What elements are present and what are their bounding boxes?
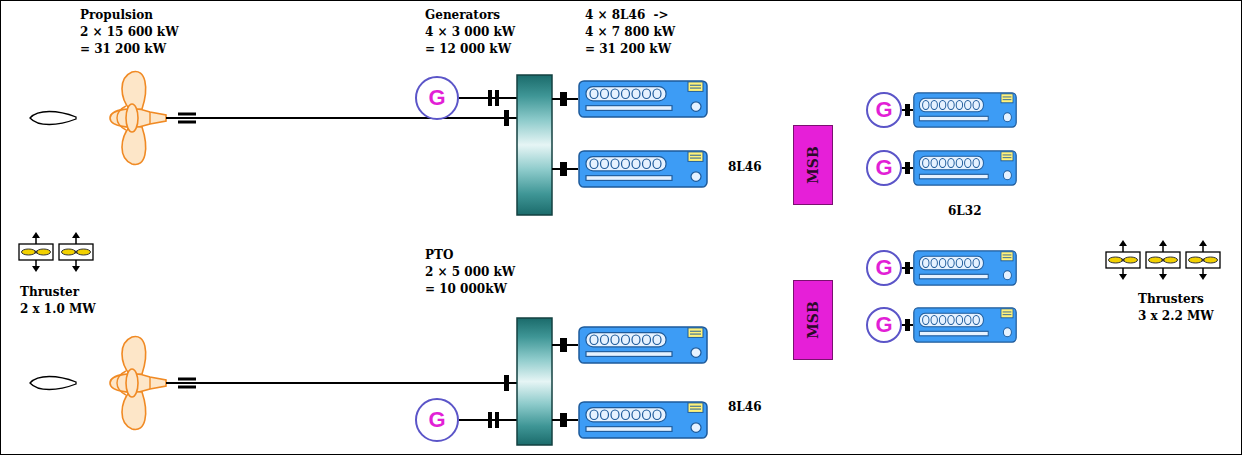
engine-6l32 xyxy=(914,93,1016,127)
generator-label: G xyxy=(428,87,445,109)
shaft-seal xyxy=(178,386,196,389)
spec-label: 3 x 2.2 MW xyxy=(1138,309,1214,324)
switchboard-label: MSB xyxy=(806,301,820,338)
shaft xyxy=(166,117,517,119)
gearbox xyxy=(517,75,552,215)
coupling xyxy=(495,412,499,428)
coupling xyxy=(905,104,910,116)
spec-label: = 12 000 kW xyxy=(425,42,511,57)
coupling xyxy=(905,262,910,274)
engine-8l46 xyxy=(579,402,707,438)
shaft-seal xyxy=(178,121,196,124)
spec-label: Thrusters xyxy=(1138,292,1204,307)
coupling xyxy=(495,90,499,106)
spec-label: 4 × 3 000 kW xyxy=(425,25,515,40)
generator-label: G xyxy=(875,157,892,179)
thruster-symbol xyxy=(1146,240,1180,280)
generator-circle: G xyxy=(866,92,902,128)
engine-8l46 xyxy=(579,327,707,363)
rudder xyxy=(30,377,76,390)
generator-circle: G xyxy=(866,150,902,186)
spec-label: Thruster xyxy=(20,285,79,300)
thruster-symbol xyxy=(59,232,93,272)
coupling xyxy=(905,162,910,174)
spec-label: = 31 200 kW xyxy=(585,42,671,57)
engine-8l46 xyxy=(579,81,707,117)
spec-label: 8L46 xyxy=(728,160,762,175)
spec-label: 2 × 15 600 kW xyxy=(80,25,179,40)
generator-label: G xyxy=(875,257,892,279)
spec-label: Generators xyxy=(425,8,500,23)
spec-label: PTO xyxy=(425,248,453,263)
coupling xyxy=(560,162,567,176)
engine-6l32 xyxy=(914,151,1016,185)
generator-label: G xyxy=(875,99,892,121)
switchboard-box: MSB xyxy=(793,125,833,205)
spec-label: 2 × 5 000 kW xyxy=(425,265,515,280)
spec-label: = 31 200 kW xyxy=(80,42,166,57)
coupling xyxy=(560,413,567,427)
spec-label: 6L32 xyxy=(948,204,982,219)
propeller xyxy=(110,71,166,164)
engine-6l32 xyxy=(914,308,1016,342)
shaft-seal xyxy=(178,113,196,116)
coupling xyxy=(504,110,509,126)
engine-8l46 xyxy=(579,151,707,187)
coupling xyxy=(488,412,492,428)
shaft-seal xyxy=(178,378,196,381)
spec-label: 2 x 1.0 MW xyxy=(20,302,96,317)
spec-label: 8L46 xyxy=(728,400,762,415)
rudder xyxy=(30,112,76,125)
spec-label: Propulsion xyxy=(80,8,153,23)
coupling xyxy=(560,338,567,352)
spec-label: 4 × 8L46 -> xyxy=(585,8,669,23)
shaft xyxy=(166,382,517,384)
engine-6l32 xyxy=(914,251,1016,285)
thruster-symbol xyxy=(1106,240,1140,280)
generator-circle: G xyxy=(866,250,902,286)
generator-label: G xyxy=(428,409,445,431)
generator-circle: G xyxy=(866,307,902,343)
generator-circle: G xyxy=(415,76,459,120)
spec-label: 4 × 7 800 kW xyxy=(585,25,675,40)
generator-label: G xyxy=(875,314,892,336)
switchboard-box: MSB xyxy=(793,280,833,360)
coupling xyxy=(488,90,492,106)
thruster-symbol xyxy=(19,232,53,272)
coupling xyxy=(560,92,567,106)
switchboard-label: MSB xyxy=(806,146,820,183)
gearbox xyxy=(517,318,552,445)
generator-circle: G xyxy=(415,398,459,442)
coupling xyxy=(504,375,509,391)
coupling xyxy=(905,319,910,331)
thruster-symbol xyxy=(1186,240,1220,280)
spec-label: = 10 000kW xyxy=(425,282,507,297)
propeller xyxy=(110,336,166,429)
